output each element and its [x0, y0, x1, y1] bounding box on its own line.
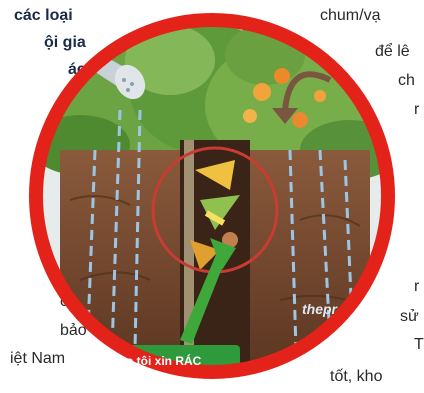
banner-label: cho tôi xin RÁC — [112, 354, 201, 368]
watermark: thepr — [302, 301, 337, 317]
